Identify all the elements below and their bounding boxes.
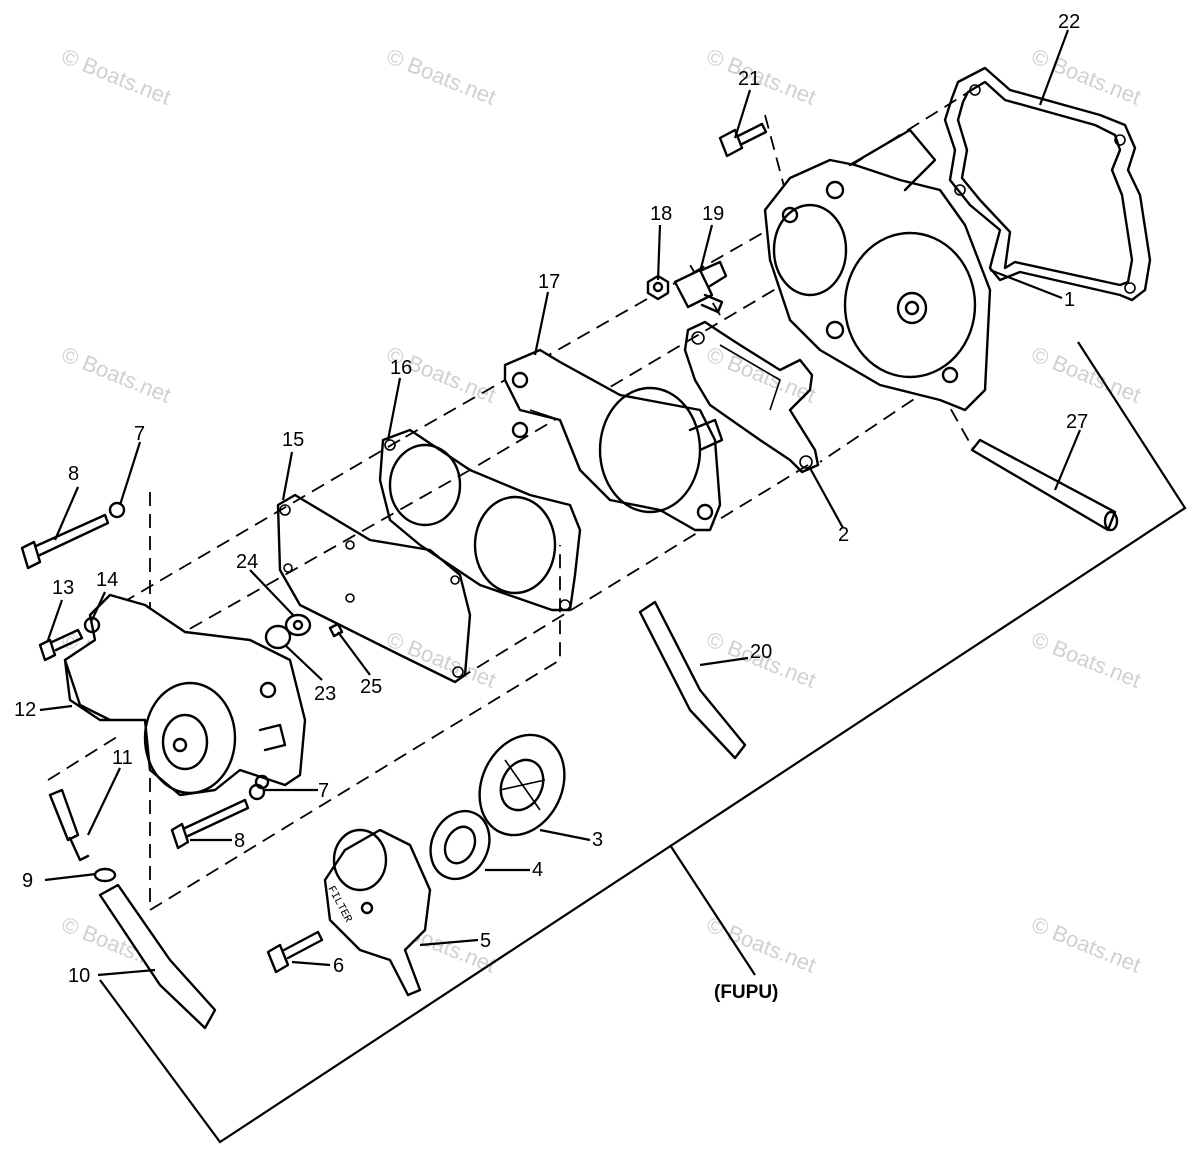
callout-7-lower: 7 bbox=[318, 780, 329, 802]
part-8-bolt-lower bbox=[170, 798, 250, 850]
callout-25: 25 bbox=[360, 676, 382, 698]
callout-24: 24 bbox=[236, 551, 258, 573]
part-17-pump-cover bbox=[503, 348, 724, 532]
watermark: © Boats.net bbox=[1028, 626, 1144, 692]
callout-11: 11 bbox=[112, 747, 133, 769]
callout-7-upper: 7 bbox=[134, 423, 145, 445]
part-25-screw bbox=[328, 622, 344, 638]
watermark: © Boats.net bbox=[1028, 911, 1144, 977]
part-11-fitting bbox=[48, 788, 90, 862]
callout-21: 21 bbox=[738, 68, 760, 90]
callout-23: 23 bbox=[314, 683, 336, 705]
part-5-filter-cup: FILTER bbox=[323, 828, 432, 997]
watermark: © Boats.net bbox=[703, 43, 819, 109]
part-12-pump-body bbox=[63, 593, 307, 797]
part-19-fitting bbox=[673, 260, 728, 314]
part-20-hose bbox=[638, 600, 747, 760]
callout-10: 10 bbox=[68, 965, 90, 987]
callout-22: 22 bbox=[1058, 11, 1080, 33]
callout-20: 20 bbox=[750, 641, 772, 663]
callout-8-upper: 8 bbox=[68, 463, 79, 485]
callout-27: 27 bbox=[1066, 411, 1088, 433]
callout-9: 9 bbox=[22, 870, 33, 892]
callout-3: 3 bbox=[592, 829, 603, 851]
callouts: 22 21 18 19 17 16 15 1 2 27 20 7 8 14 13… bbox=[14, 11, 1088, 1003]
part-13-screw bbox=[38, 628, 84, 662]
watermark: © Boats.net bbox=[58, 43, 174, 109]
callout-1: 1 bbox=[1064, 289, 1075, 311]
part-27-hose bbox=[970, 438, 1119, 532]
part-4-seal-ring bbox=[429, 809, 491, 881]
callout-18: 18 bbox=[650, 203, 672, 225]
callout-16: 16 bbox=[390, 357, 412, 379]
watermark: © Boats.net bbox=[383, 43, 499, 109]
part-24-valve bbox=[284, 613, 312, 637]
part-7-washer-lower bbox=[248, 783, 266, 801]
callout-17: 17 bbox=[538, 271, 560, 293]
part-1-pump-base bbox=[763, 128, 992, 412]
part-21-bolt bbox=[718, 122, 768, 158]
part-9-clip bbox=[93, 867, 117, 883]
assembly-label: (FUPU) bbox=[714, 982, 778, 1003]
callout-19: 19 bbox=[702, 203, 724, 225]
callout-15: 15 bbox=[282, 429, 304, 451]
callout-13: 13 bbox=[52, 577, 74, 599]
callout-8-lower: 8 bbox=[234, 830, 245, 852]
part-3-filter-screen bbox=[478, 733, 566, 837]
watermark: © Boats.net bbox=[1028, 341, 1144, 407]
part-8-bolt-upper bbox=[20, 513, 110, 570]
watermark: © Boats.net bbox=[383, 626, 499, 692]
part-15-diaphragm bbox=[276, 493, 472, 684]
assembly-boundary bbox=[99, 341, 1187, 1144]
callout-12: 12 bbox=[14, 699, 36, 721]
callout-2: 2 bbox=[838, 524, 849, 546]
part-10-hose bbox=[98, 883, 217, 1030]
part-6-screw bbox=[266, 930, 324, 974]
part-7-washer-upper bbox=[108, 501, 126, 519]
watermark: © Boats.net bbox=[58, 341, 174, 407]
callout-5: 5 bbox=[480, 930, 491, 952]
part-22-gasket bbox=[943, 66, 1152, 302]
part-23-ring bbox=[264, 624, 292, 650]
callout-4: 4 bbox=[532, 859, 543, 881]
part-16-gasket bbox=[378, 428, 582, 612]
leader-lines bbox=[39, 29, 1082, 977]
part-2-plate bbox=[683, 320, 820, 474]
callout-6: 6 bbox=[333, 955, 344, 977]
callout-14: 14 bbox=[96, 569, 118, 591]
